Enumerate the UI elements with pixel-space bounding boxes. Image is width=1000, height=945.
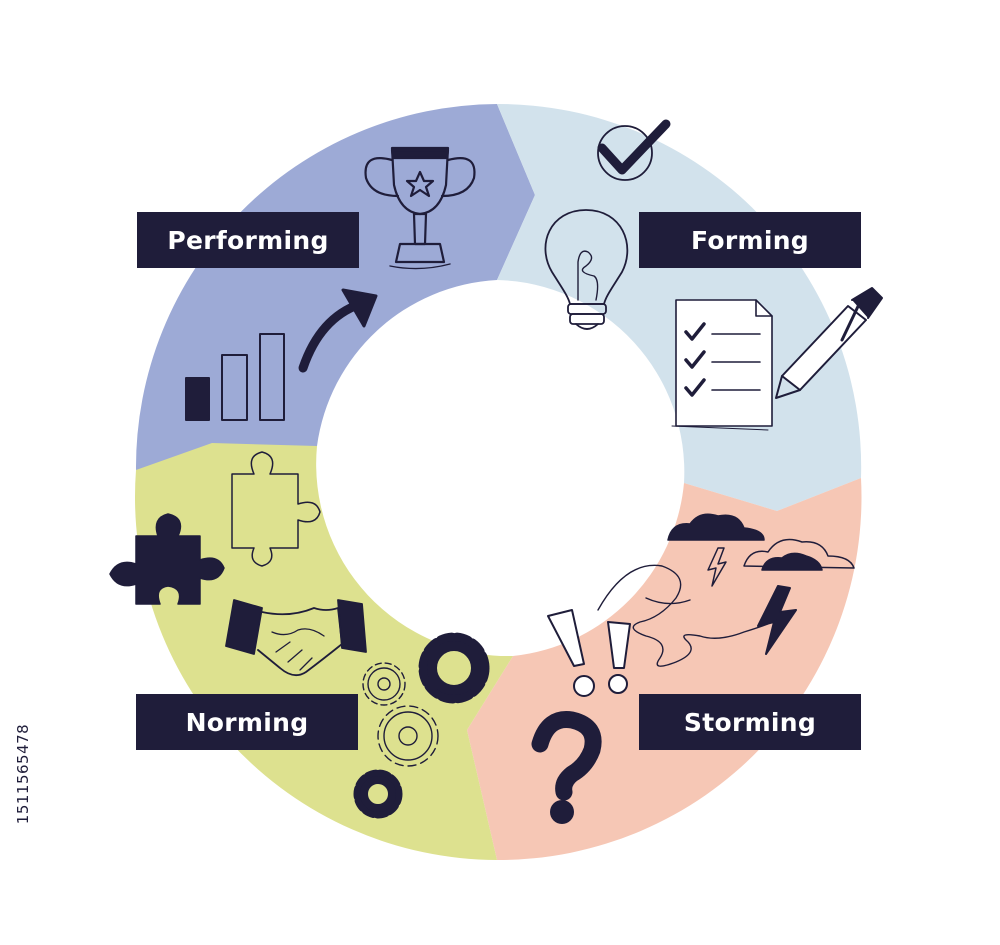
lightbulb-icon bbox=[544, 209, 629, 330]
puzzle-piece-icon bbox=[231, 451, 321, 567]
segment-storming bbox=[467, 478, 862, 861]
side-id-text: 1511565478 bbox=[14, 723, 32, 825]
gear-icon bbox=[353, 769, 403, 819]
label-forming: Forming bbox=[639, 212, 861, 268]
question-mark-icon bbox=[531, 711, 602, 824]
segment-norming bbox=[134, 443, 513, 860]
pen-icon bbox=[775, 287, 883, 399]
checkmark-icon bbox=[597, 119, 671, 181]
label-performing-text: Performing bbox=[167, 225, 329, 255]
side-id: 1511565478 bbox=[8, 700, 38, 860]
label-storming: Storming bbox=[639, 694, 861, 750]
cloud-icon bbox=[667, 513, 765, 541]
label-performing: Performing bbox=[137, 212, 359, 268]
gear-icon bbox=[362, 662, 406, 706]
growth-arrow-icon bbox=[298, 288, 378, 373]
label-forming-text: Forming bbox=[691, 225, 809, 255]
puzzle-piece-icon bbox=[109, 513, 225, 605]
gear-icon bbox=[418, 632, 490, 704]
trophy-icon bbox=[364, 146, 476, 270]
bar-chart-icon bbox=[185, 333, 285, 421]
gear-icon bbox=[377, 705, 439, 767]
squiggle-icon bbox=[597, 564, 777, 667]
cloud-icon bbox=[743, 538, 855, 571]
label-storming-text: Storming bbox=[683, 707, 817, 737]
exclamation-icon bbox=[547, 609, 595, 697]
label-norming-text: Norming bbox=[185, 707, 309, 737]
segment-performing bbox=[135, 104, 536, 470]
lightning-icon bbox=[757, 585, 797, 655]
lightning-icon bbox=[707, 547, 727, 587]
exclamation-icon bbox=[607, 621, 631, 694]
label-norming: Norming bbox=[136, 694, 358, 750]
checklist-icon bbox=[671, 299, 773, 431]
handshake-icon bbox=[225, 599, 367, 677]
